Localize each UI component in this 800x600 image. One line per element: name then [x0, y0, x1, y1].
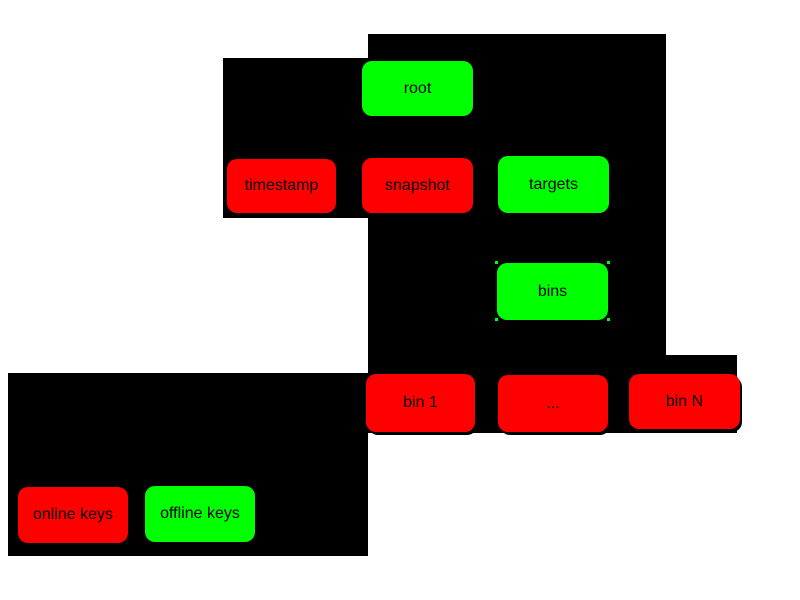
node-bins: bins — [497, 263, 608, 320]
selection-handle — [607, 318, 610, 321]
selection-handle — [607, 261, 610, 264]
legend-offline-keys: offline keys — [145, 486, 255, 542]
node-root: root — [362, 61, 473, 116]
node-timestamp: timestamp — [227, 159, 336, 213]
legend-online-keys: online keys — [18, 487, 128, 543]
node-bin-ellipsis: ... — [498, 375, 608, 432]
node-bin-1: bin 1 — [366, 374, 475, 432]
node-targets: targets — [498, 156, 609, 213]
node-bin-n: bin N — [629, 374, 740, 429]
selection-handle — [495, 318, 498, 321]
node-snapshot: snapshot — [362, 158, 473, 213]
selection-handle — [495, 261, 498, 264]
